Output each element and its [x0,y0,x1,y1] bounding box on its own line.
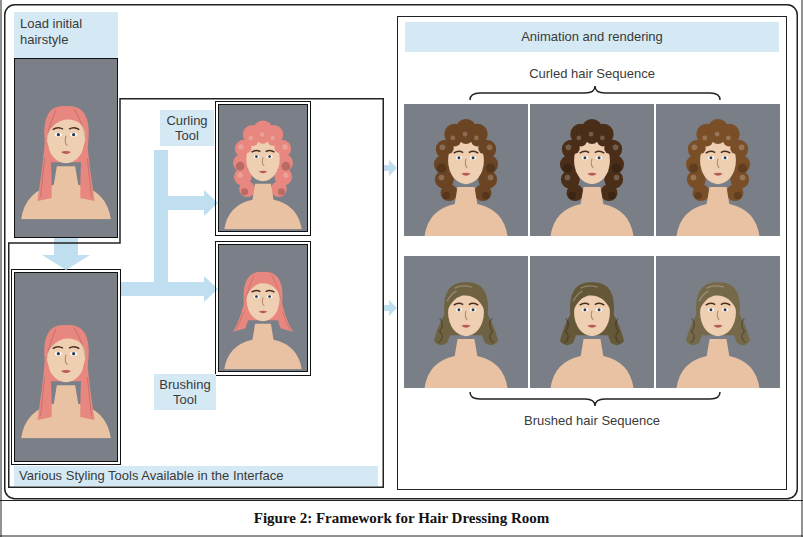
block-arrow [384,300,397,316]
hair-image [21,106,111,219]
hair-figure [677,282,760,388]
render-image [425,282,508,388]
hair-image [224,272,301,370]
render-bg [530,104,654,236]
hair-image [21,325,111,438]
hair-figure [551,119,634,236]
region-outline [8,98,384,488]
hair-figure [425,282,508,388]
hair-figure [425,119,508,236]
outer-frame [5,5,798,499]
image-frame [219,245,308,372]
table-rule [0,536,803,537]
render-image [677,282,760,388]
hair-figure [551,282,634,388]
render-panel: Animation and renderingCurled hair Seque… [397,16,787,490]
render-bg [656,104,780,236]
render-bg [656,256,780,388]
hair-image [224,120,301,229]
block-arrow [384,160,397,176]
table-rule [0,500,803,501]
image-frame [15,273,118,462]
tool-label: Curling Tool [160,110,214,146]
sequence-label: Curled hair Sequence [398,65,786,83]
table-rule [802,0,803,537]
render-image [551,119,634,236]
step-label: Load initial hairstyle [14,12,118,58]
sequence-label: Brushed hair Sequence [398,412,786,430]
fork-arrow [121,150,218,302]
tool-name: Curling Tool [160,110,214,146]
hair-figure [21,325,111,438]
render-image [425,119,508,236]
hair-figure [224,120,301,229]
render-bg [404,104,528,236]
table-rule [1,0,2,537]
region-outline-path [9,99,384,488]
figure-caption: Figure 2: Framework for Hair Dressing Ro… [254,510,550,527]
panel-title: Animation and rendering [405,22,779,52]
caption-cell: Figure 2: Framework for Hair Dressing Ro… [0,501,803,536]
image-frame [219,105,308,232]
image-frame [12,270,121,465]
hair-figure [224,272,301,370]
tool-name: Brushing Tool [154,374,216,410]
render-bg [530,256,654,388]
tool-region: Various Styling Tools Available in the I… [8,98,384,488]
image-frame [15,59,118,238]
brace [470,392,720,406]
region-label: Various Styling Tools Available in the I… [14,466,378,486]
load-box: Load initial hairstyle [14,12,118,238]
render-bg [404,256,528,388]
image-frame [216,102,311,236]
render-image [551,282,634,388]
tool-label: Brushing Tool [154,374,216,410]
brace [470,86,720,100]
hair-figure [21,106,111,219]
image-frame [216,242,311,376]
render-image [677,119,760,236]
hair-figure [677,119,760,236]
